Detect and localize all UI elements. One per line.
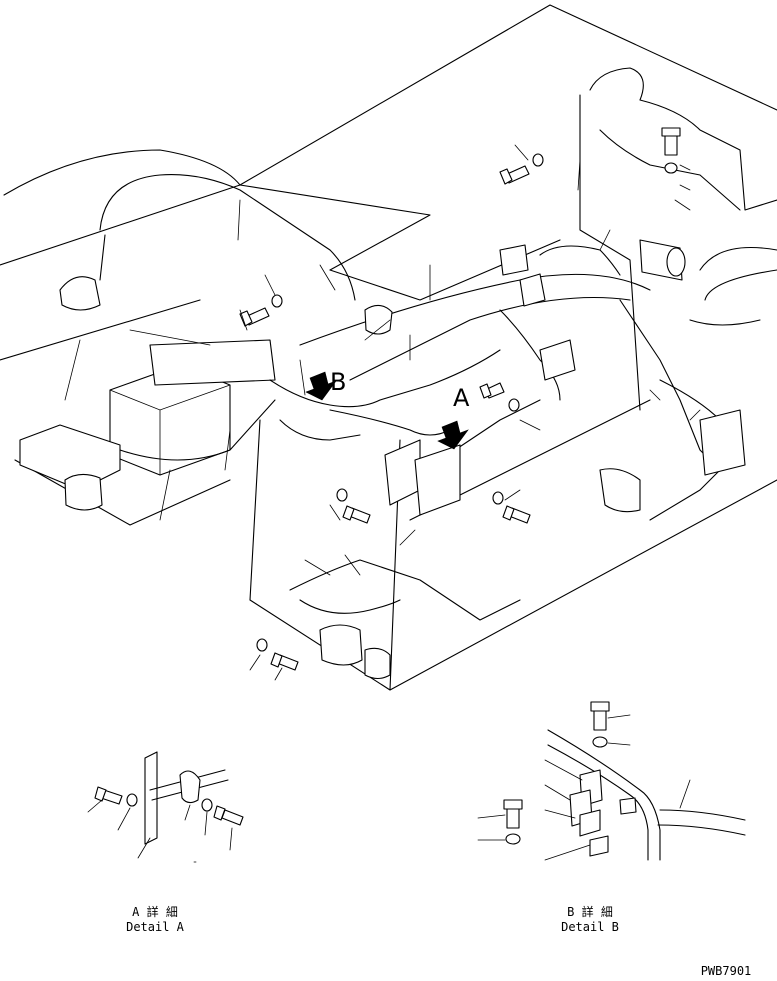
detail-b-caption-jp: B 詳 細: [567, 905, 613, 919]
bolt-icon: [499, 165, 530, 185]
detail-a-caption-jp: A 詳 細: [132, 905, 178, 919]
down-arrow-icon: [437, 420, 469, 450]
callout-b: B: [330, 368, 347, 396]
washer-icon: [271, 294, 283, 308]
washer-icon: [201, 798, 213, 812]
battery-area: [19, 276, 276, 511]
detail-a-caption-en: Detail A: [126, 920, 184, 934]
bolt-icon: [94, 786, 123, 805]
engine: [589, 67, 777, 326]
washer-icon: [126, 793, 138, 807]
bolt-icon: [661, 127, 681, 156]
washer-icon: [532, 153, 544, 167]
bolt-icon: [590, 701, 610, 731]
washer-icon: [505, 833, 521, 845]
bolt-icon: [213, 805, 244, 826]
washer-icon: [592, 736, 608, 748]
bolt-icon: [342, 505, 371, 524]
washer-icon: [508, 398, 520, 412]
bolt-icon: [502, 505, 531, 524]
down-arrow-icon: [305, 371, 337, 401]
detail-b-leaders: [477, 714, 691, 861]
detail-b-drawing: [547, 729, 746, 861]
detail-a-leaders: [87, 799, 233, 863]
bolt-icon: [270, 652, 299, 671]
washer-icon: [664, 162, 678, 174]
leader-lines: [64, 144, 701, 681]
drawing-code: PWB7901: [700, 964, 752, 978]
detail-b-caption-en: Detail B: [561, 920, 619, 934]
washer-icon: [492, 491, 504, 505]
components: [319, 244, 746, 680]
bolt-icon: [479, 382, 505, 399]
bolt-icon: [503, 799, 523, 829]
detail-a-drawing: [144, 751, 229, 845]
frame-outline: [0, 4, 777, 691]
bolt-icon: [239, 307, 270, 327]
washer-icon: [336, 488, 348, 502]
callout-a: A: [453, 384, 470, 412]
washer-icon: [256, 638, 268, 652]
